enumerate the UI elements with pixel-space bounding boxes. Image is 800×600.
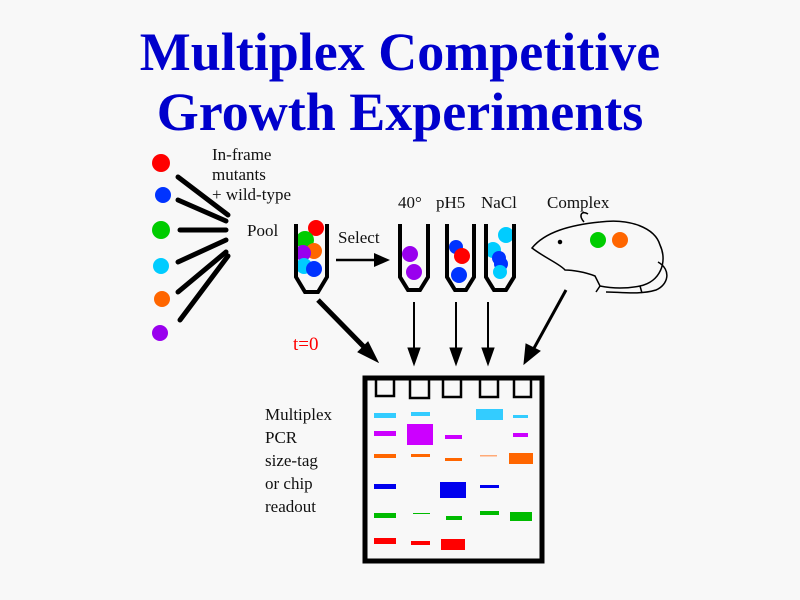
source-label-3: + wild-type: [212, 185, 291, 204]
strain-dot-red: [152, 154, 170, 172]
condition-label-nacl: NaCl: [481, 193, 517, 212]
gel-band: [510, 512, 532, 521]
gel-band: [374, 484, 396, 489]
mouse-icon: [530, 211, 668, 294]
readout-label-4: or chip: [265, 474, 313, 493]
source-label-1: In-frame: [212, 145, 271, 164]
readout-label-5: readout: [265, 497, 316, 516]
pool-label: Pool: [247, 221, 278, 240]
tube-ph5: [445, 224, 476, 292]
gel-band: [440, 482, 466, 498]
gel-band: [374, 454, 396, 458]
title-line-2: Growth Experiments: [157, 82, 643, 142]
select-label: Select: [338, 228, 380, 247]
gel: [362, 375, 545, 564]
title-line-1: Multiplex Competitive: [140, 22, 660, 82]
sample-arrows: [316, 289, 568, 367]
gel-band: [374, 513, 396, 518]
tube-40: [398, 224, 430, 292]
gel-band: [411, 454, 430, 457]
strain-dot-purple: [152, 325, 168, 341]
gel-band: [480, 455, 497, 457]
gel-band: [441, 539, 465, 550]
gel-band: [413, 513, 430, 514]
readout-label-2: PCR: [265, 428, 298, 447]
gel-band: [445, 435, 462, 439]
gel-band: [374, 431, 396, 436]
condition-label-ph5: pH5: [436, 193, 465, 212]
gel-band: [445, 458, 462, 461]
gel-band: [476, 409, 503, 420]
gel-band: [374, 413, 396, 418]
strain-dots: [152, 154, 171, 341]
gel-band: [513, 433, 528, 437]
strain-dot-green: [152, 221, 170, 239]
gel-band: [480, 511, 499, 515]
readout-label-3: size-tag: [265, 451, 318, 470]
strain-dot-orange: [154, 291, 170, 307]
gel-band: [374, 538, 396, 544]
select-arrow: [336, 253, 390, 267]
gel-bands: [374, 409, 533, 550]
pooling-lines: [175, 174, 231, 323]
condition-label-40: 40°: [398, 193, 422, 212]
gel-band: [411, 412, 430, 416]
gel-band: [513, 415, 528, 418]
strain-dot-blue: [155, 187, 171, 203]
gel-band: [446, 516, 462, 520]
gel-band: [407, 424, 433, 445]
tube-nacl: [484, 224, 516, 292]
pool-tube: [294, 220, 329, 294]
readout-label-1: Multiplex: [265, 405, 333, 424]
gel-wells: [374, 377, 533, 400]
gel-band: [411, 541, 430, 545]
gel-band: [480, 485, 499, 488]
condition-label-complex: Complex: [547, 193, 610, 212]
time-label: t=0: [293, 334, 319, 355]
gel-band: [509, 453, 533, 464]
strain-dot-cyan: [153, 258, 169, 274]
source-label-2: mutants: [212, 165, 266, 184]
